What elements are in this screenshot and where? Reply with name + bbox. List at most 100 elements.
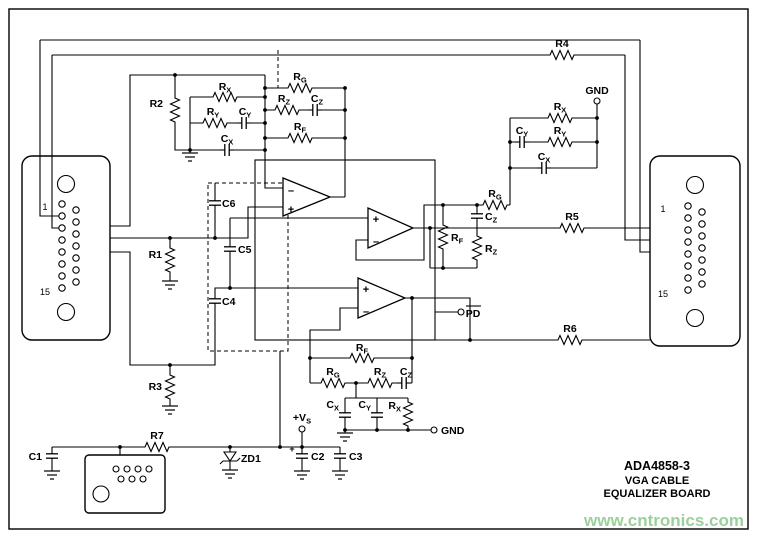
gnd-terminal-top: GND (585, 85, 609, 105)
capacitor-c2-symbol (295, 448, 309, 464)
opamp-1-triangle (282, 177, 332, 217)
opamp-3-triangle (357, 277, 407, 319)
resistor-ry2-symbol (544, 136, 576, 148)
gnd-terminal-circle (593, 97, 601, 105)
vga-right-outline (649, 155, 741, 347)
vga-left-pin1-label: 1 (42, 202, 47, 212)
capacitor-c6-symbol (208, 195, 222, 211)
label-zd1: ZD1 (241, 453, 261, 465)
power-connector-outline (84, 454, 166, 514)
label-cz2: CZ (485, 211, 498, 225)
label-rf1: RF (294, 121, 307, 135)
power-connector (84, 454, 166, 514)
vga-left-pins (58, 200, 80, 292)
label-r5: R5 (565, 211, 579, 223)
ground-icon (221, 466, 239, 479)
label-cz1: CZ (311, 93, 324, 107)
label-cx1: CX (221, 133, 234, 147)
resistor-rg1-symbol (284, 82, 316, 94)
capacitor-cy3-symbol (370, 407, 384, 423)
label-r2: R2 (150, 98, 164, 110)
label-rz1: RZ (278, 93, 291, 107)
label-r7: R7 (150, 430, 164, 442)
label-rz2: RZ (485, 243, 498, 257)
resistor-rf1-symbol (284, 132, 316, 144)
resistor-rx1-symbol (209, 91, 241, 103)
zener-zd1: ZD1 (219, 451, 261, 465)
opamp-3-minus: – (363, 306, 369, 318)
resistor-r1-symbol (164, 244, 176, 276)
label-vs: +VS (293, 412, 311, 426)
vga-right-mount-hole-bottom (685, 308, 705, 328)
capacitors: CY CX CZ C6 C5 C4 CY CX CZ CZ CX CY C1 +… (29, 93, 552, 464)
resistor-ry1-symbol (199, 117, 231, 129)
label-ry2: RY (554, 125, 567, 139)
opamp-1-plus: + (288, 204, 294, 216)
label-pd: PD (466, 308, 481, 320)
page-border (8, 8, 749, 530)
resistor-r3-symbol (164, 371, 176, 403)
label-rf2: RF (451, 232, 464, 246)
gnd-terminal-bottom: GND (430, 425, 465, 437)
label-r4: R4 (555, 38, 569, 50)
wire-power-rail (51, 351, 341, 468)
ground-icon (293, 467, 311, 480)
capacitor-c4-symbol (208, 293, 222, 309)
label-c3: C3 (349, 451, 363, 463)
vga-right-pin15-label: 15 (658, 289, 668, 299)
resistors: R2 R1 R3 R4 R5 R6 R7 RX RY RG RZ RF RX R… (141, 38, 588, 453)
vga-right-pin1-label: 1 (660, 204, 665, 214)
wire-top-runs (39, 39, 650, 253)
label-ry1: RY (207, 106, 220, 120)
label-gnd-top: GND (585, 85, 609, 97)
gnd-terminal-circle (430, 426, 438, 434)
resistor-r7-symbol (141, 441, 173, 453)
label-c5: C5 (238, 244, 252, 256)
label-rx1: RX (219, 81, 232, 95)
vs-terminal: +VS (293, 412, 311, 433)
ground-icon (331, 467, 349, 480)
label-rg3: RG (326, 366, 340, 380)
opamp-3: + – (357, 277, 407, 319)
label-c4: C4 (222, 296, 236, 308)
resistor-rg3-symbol (317, 377, 349, 389)
label-rg1: RG (293, 71, 307, 85)
vga-left-mount-hole-top (56, 174, 76, 194)
label-cy3: CY (358, 399, 371, 413)
opamp-2-triangle (367, 206, 415, 250)
opamp-3-plus: + (363, 284, 369, 296)
pd-terminal: PD (457, 305, 481, 320)
resistor-r6-symbol (554, 334, 586, 346)
resistor-r5-symbol (556, 222, 588, 234)
opamp-2-plus: + (373, 214, 379, 226)
junction-dots (118, 73, 599, 449)
resistor-rx3-symbol (402, 398, 414, 430)
vga-left-outline (21, 155, 111, 341)
capacitor-cx3-symbol (338, 407, 352, 423)
pd-terminal-circle (457, 308, 465, 316)
capacitor-cz2-symbol (470, 208, 484, 224)
module-dashed-box (207, 182, 289, 352)
label-c1: C1 (29, 451, 43, 463)
ground-icon (161, 277, 179, 290)
zener-zd1-symbol (219, 451, 241, 465)
resistor-rz2-symbol (471, 232, 483, 264)
resistor-rz1-symbol (271, 104, 303, 116)
title-part-number: ADA4858-3 (624, 459, 690, 473)
resistor-rg2-symbol (479, 199, 511, 211)
title-line2: VGA CABLE (625, 475, 689, 487)
opamp-2: + – (367, 206, 415, 250)
label-cy1: CY (239, 106, 252, 120)
capacitor-c2-polarity: + (289, 444, 294, 454)
label-cy2: CY (516, 125, 529, 139)
label-gnd-bottom: GND (441, 425, 465, 437)
resistor-rf2-symbol (437, 221, 449, 253)
resistor-rx2-symbol (544, 112, 576, 124)
wire-stage1-network (189, 75, 368, 288)
power-connector-pins (112, 465, 153, 483)
label-r1: R1 (149, 249, 163, 261)
power-connector-hole (92, 485, 110, 503)
label-rg2: RG (488, 188, 502, 202)
resistor-rf3-symbol (346, 352, 378, 364)
